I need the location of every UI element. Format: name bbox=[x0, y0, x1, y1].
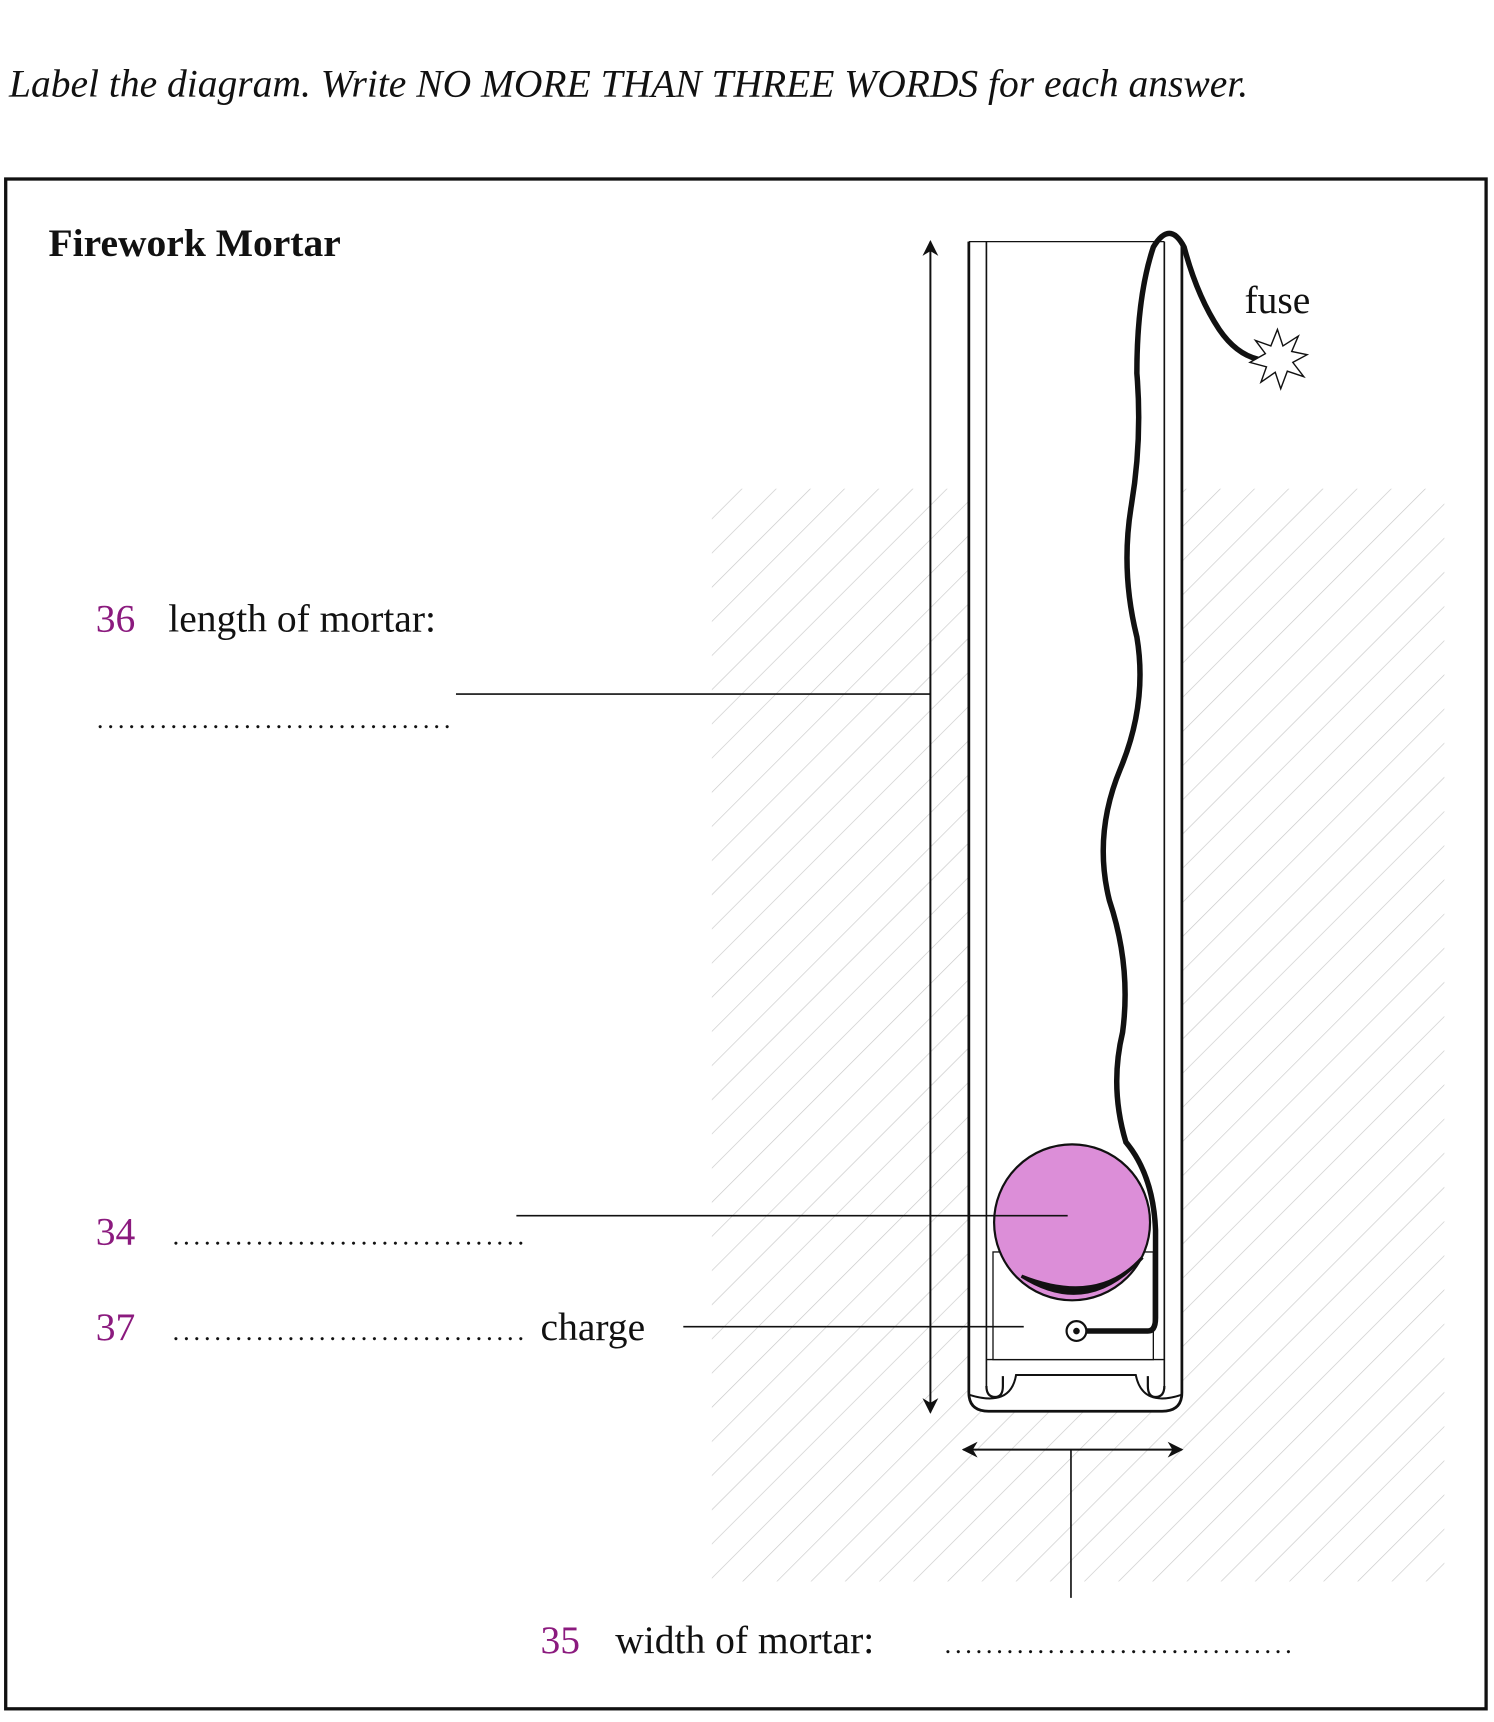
question-36-label: length of mortar: bbox=[168, 596, 436, 640]
question-37-number: 37 bbox=[96, 1305, 136, 1349]
question-35-label: width of mortar: bbox=[615, 1618, 874, 1662]
instruction-text: Label the diagram. Write NO MORE THAN TH… bbox=[8, 62, 1248, 106]
question-34-number: 34 bbox=[96, 1209, 136, 1253]
fuse-line bbox=[1073, 230, 1261, 1334]
shell-shadow bbox=[1020, 1256, 1144, 1295]
question-37-label: charge bbox=[541, 1305, 646, 1349]
shell bbox=[993, 1143, 1152, 1302]
question-36-number: 36 bbox=[96, 596, 136, 640]
question-35-number: 35 bbox=[541, 1618, 581, 1662]
fuse-connector-dot bbox=[1073, 1327, 1080, 1335]
spark-star-icon bbox=[1248, 327, 1310, 391]
diagram-title: Firework Mortar bbox=[49, 221, 341, 265]
fuse-label: fuse bbox=[1244, 278, 1310, 322]
